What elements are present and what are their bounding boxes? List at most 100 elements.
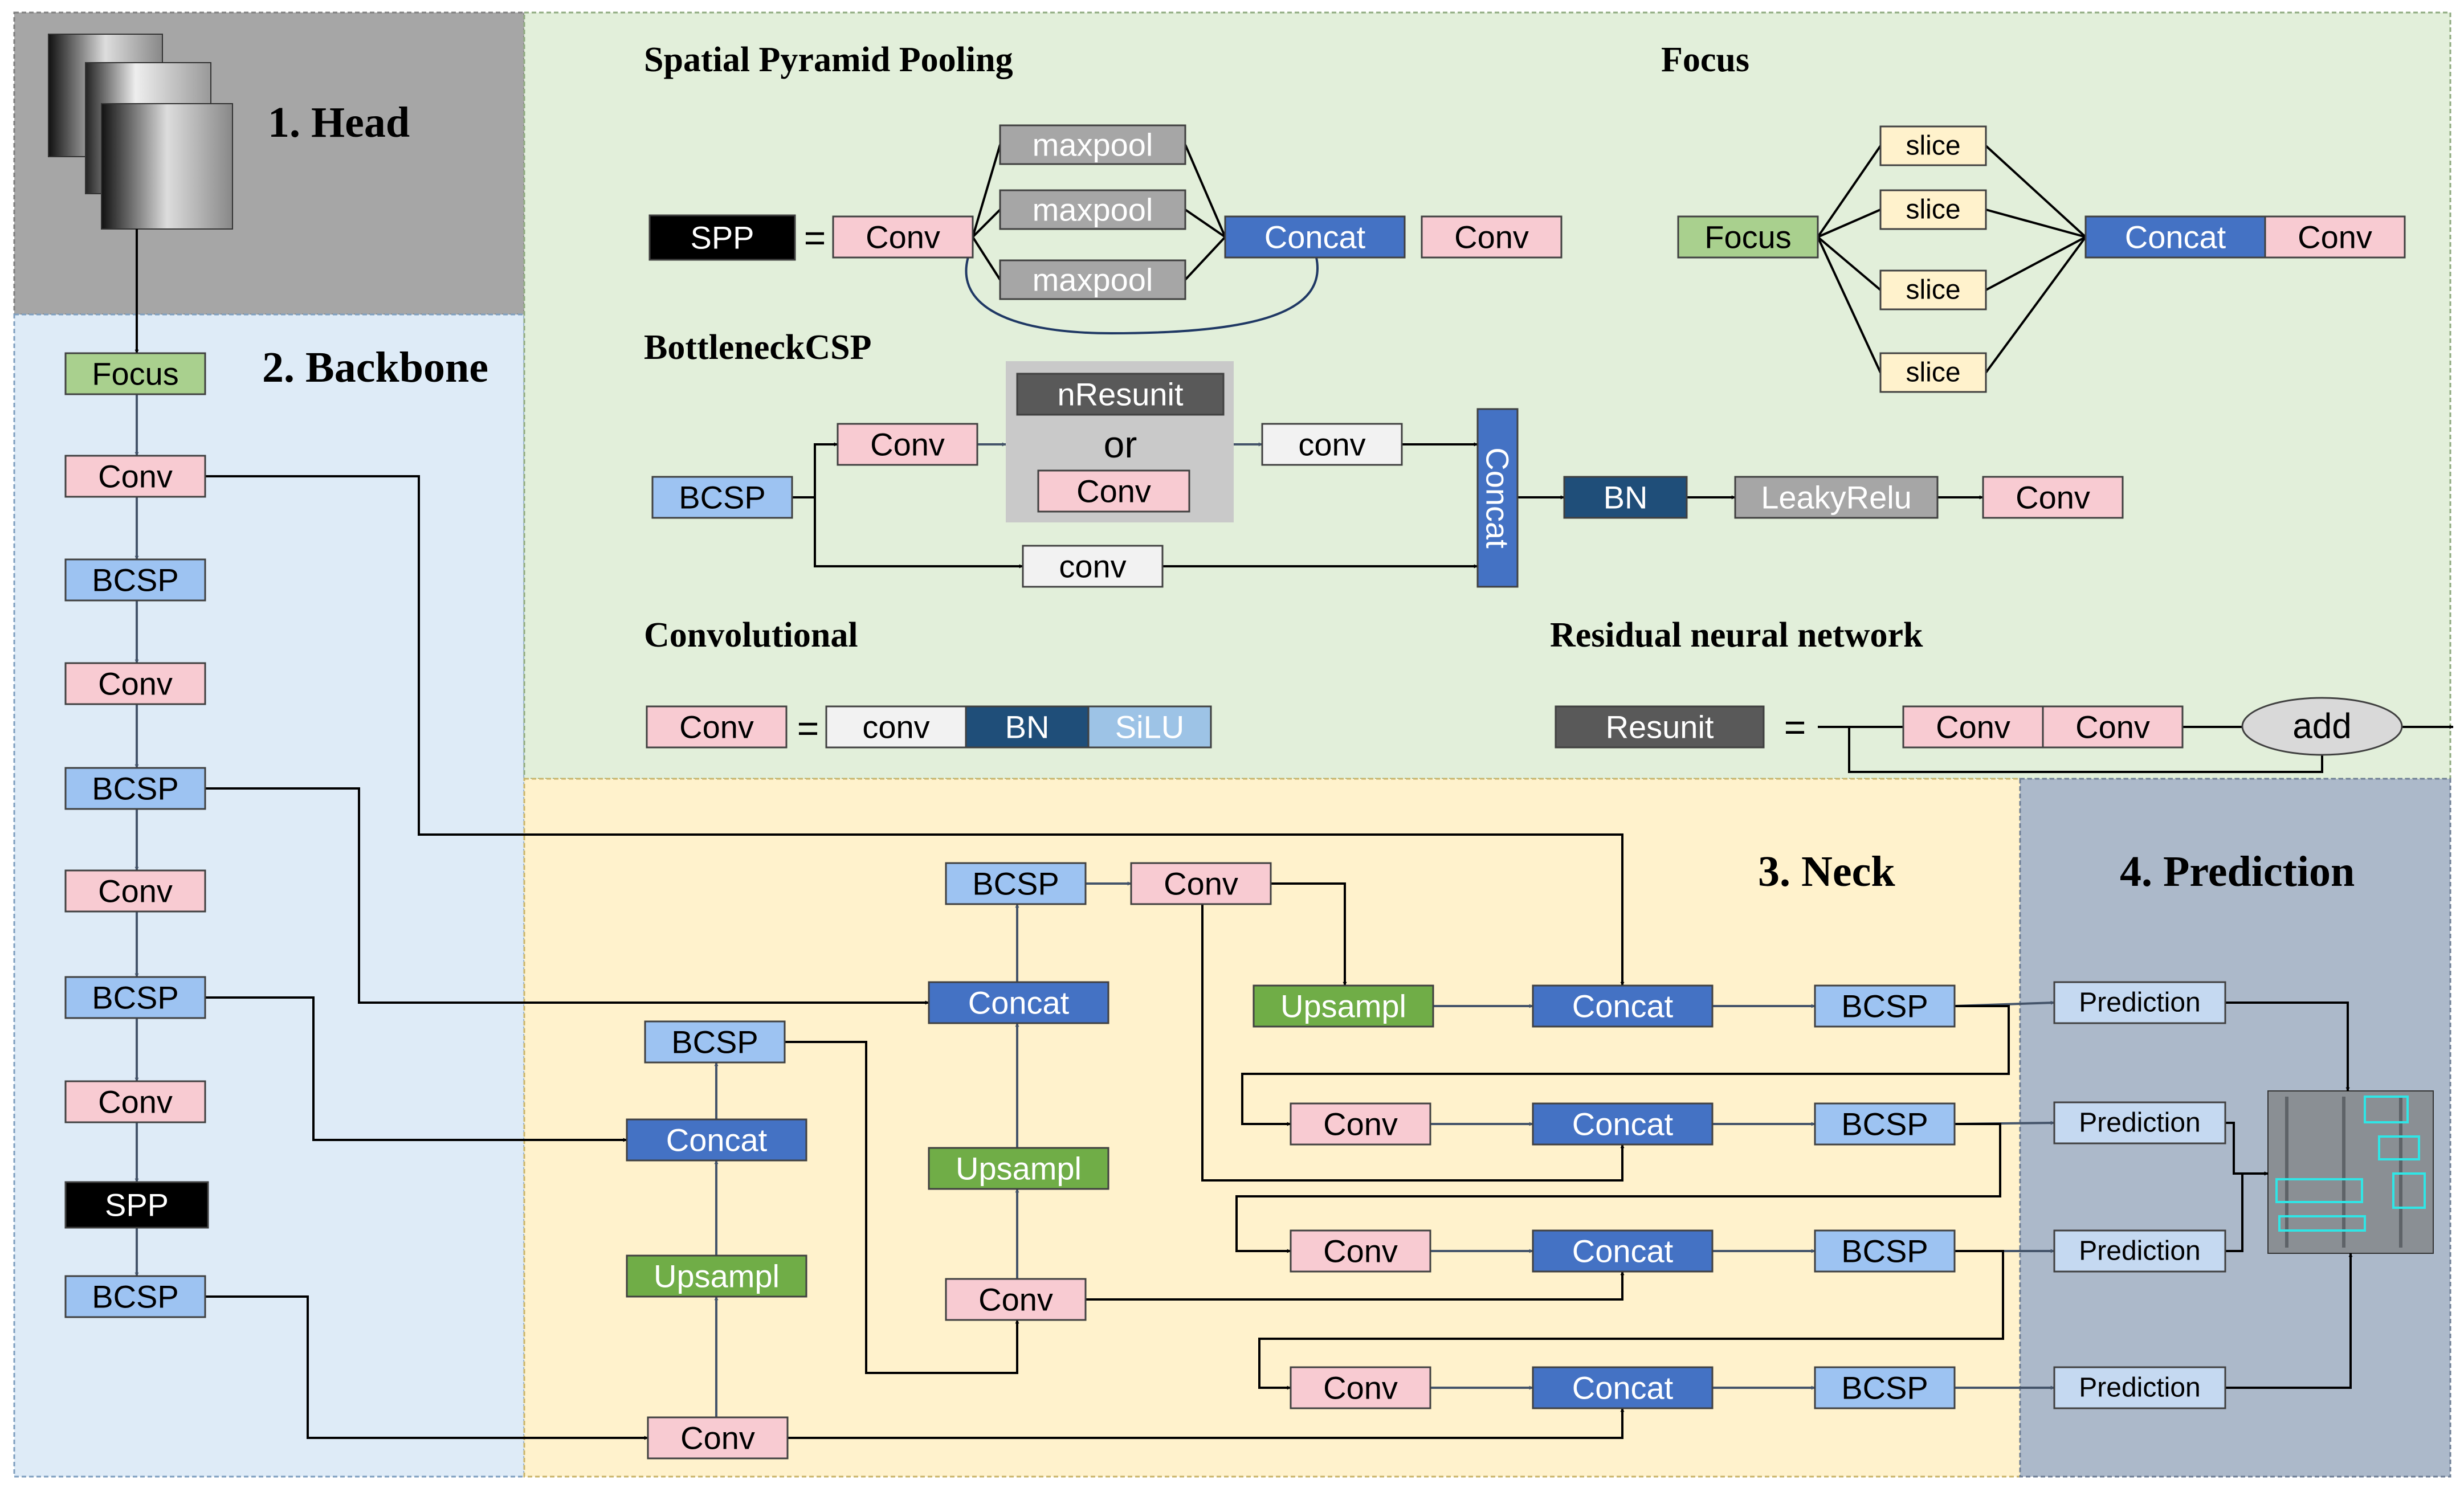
- e-b-conv1-concat-r1: [205, 475, 1625, 986]
- modules-panel: [523, 11, 2451, 780]
- neck-concat-left: [626, 1118, 807, 1162]
- convmod-conv-lower-label: conv: [862, 709, 929, 745]
- spp-module-conv-2-label: Conv: [1454, 219, 1529, 255]
- resmod-conv-2-label: Conv: [2075, 709, 2150, 745]
- e-b-bcsp4-conv-bottom: [205, 1295, 648, 1440]
- bcsp-nresunit-label: nResunit: [1057, 377, 1183, 412]
- spp-module-conv-1-label: Conv: [866, 219, 940, 255]
- spp-maxpool-1: [999, 124, 1186, 165]
- spp-module-conv-2: [1421, 215, 1563, 259]
- neck-bcsp-r2-label: BCSP: [1841, 1106, 1928, 1142]
- neck-upsample-left-label: Upsampl: [654, 1258, 780, 1294]
- bcsp-or: or: [1104, 423, 1137, 465]
- focus-module-focus-label: Focus: [1704, 219, 1792, 255]
- neck-concat-mid-label: Concat: [968, 985, 1070, 1021]
- backbone-title: 2. Backbone: [262, 344, 488, 391]
- backbone-spp-label: SPP: [105, 1187, 169, 1223]
- resmod-conv-1-label: Conv: [1936, 709, 2010, 745]
- bcsp-leakyrelu: [1734, 476, 1939, 519]
- prediction-title: 4. Prediction: [2120, 848, 2355, 896]
- bcsp-module-conv-out: [1982, 476, 2124, 519]
- convmod-conv: [646, 705, 788, 749]
- neck-conv-r4-label: Conv: [1323, 1370, 1398, 1406]
- convmod-conv-lower: [825, 705, 967, 749]
- bcsp-conv-lower-2: [1022, 545, 1164, 588]
- neck-conv-r3-label: Conv: [1323, 1233, 1398, 1269]
- convmod-conv-label: Conv: [679, 709, 754, 745]
- e-n-convbot-concat-r4: [788, 1408, 1625, 1439]
- bcsp-conv-lower-1-label: conv: [1298, 427, 1365, 463]
- e-focus-out-1: [1985, 209, 2086, 238]
- neck-conv-mid: [945, 1278, 1087, 1321]
- focus-module-title: Focus: [1661, 40, 1749, 79]
- neck-concat-left-label: Concat: [666, 1122, 768, 1158]
- backbone-conv-4: [64, 1080, 206, 1123]
- e-b-bcsp3-concat-left: [205, 996, 627, 1142]
- resmod-resunit-label: Resunit: [1606, 709, 1714, 745]
- neck-concat-mid: [928, 981, 1109, 1024]
- neck-bcsp-r3-label: BCSP: [1841, 1233, 1928, 1269]
- spp-maxpool-1-label: maxpool: [1033, 127, 1153, 163]
- neck-conv-r3: [1290, 1229, 1431, 1273]
- focus-concat-label: Concat: [2125, 219, 2226, 255]
- bcsp-module-conv-label: Conv: [870, 427, 945, 463]
- e-bcsp-2: [814, 497, 1023, 569]
- spp-maxpool-3-label: maxpool: [1033, 262, 1153, 298]
- bcsp-bn-label: BN: [1604, 480, 1648, 516]
- neck-conv-bottom-label: Conv: [680, 1420, 755, 1456]
- e-n-convtop-concat-r2: [1201, 904, 1625, 1182]
- bcsp-conv-lower-1: [1261, 423, 1403, 466]
- neck-upsample-right-label: Upsampl: [1280, 988, 1406, 1024]
- convmod-bn-label: BN: [1005, 709, 1050, 745]
- neck-upsample-right: [1253, 984, 1434, 1028]
- bcsp-leakyrelu-label: LeakyRelu: [1761, 480, 1912, 516]
- backbone-focus: [64, 352, 206, 395]
- backbone-conv-3-label: Conv: [98, 873, 173, 909]
- neck-bcsp-r1: [1814, 984, 1956, 1028]
- convmod-eq: =: [797, 707, 819, 749]
- resmod-conv-1: [1902, 705, 2044, 749]
- input-image-stack: [48, 34, 233, 230]
- backbone-bcsp-4: [64, 1275, 206, 1318]
- neck-bcsp-r2: [1814, 1102, 1956, 1146]
- focus-slice-1-label: slice: [1906, 131, 1960, 161]
- neck-bcsp-r1-label: BCSP: [1841, 988, 1928, 1024]
- neck-concat-r2: [1532, 1102, 1714, 1146]
- backbone-focus-label: Focus: [92, 356, 179, 392]
- e-b-bcsp2-concat-mid: [205, 787, 929, 1005]
- convmod-silu: [1087, 705, 1212, 749]
- head-title: 1. Head: [268, 99, 410, 146]
- spp-module-spp: [648, 214, 796, 261]
- e-n-bcspr1-convr2: [1241, 1005, 2010, 1126]
- convmod-silu-label: SiLU: [1115, 709, 1184, 745]
- backbone-conv-2: [64, 662, 206, 705]
- neck-bcsp-r4: [1814, 1366, 1956, 1409]
- e-focus-in-3: [1817, 236, 1882, 373]
- resmod-add-label: add: [2292, 707, 2351, 746]
- bcsp-module-bcsp-label: BCSP: [679, 480, 766, 516]
- neck-conv-bottom: [647, 1416, 789, 1460]
- e-spp-6: [1184, 236, 1226, 281]
- focus-module-conv: [2264, 215, 2406, 259]
- e-n-bcspl-convmid: [785, 1041, 1019, 1374]
- spp-maxpool-2: [999, 189, 1186, 230]
- e-focus-in-1: [1817, 209, 1881, 238]
- e-focus-in-2: [1817, 236, 1882, 291]
- focus-slice-2: [1879, 189, 1987, 230]
- spp-module-title: Spatial Pyramid Pooling: [644, 40, 1013, 79]
- resmod-eq: =: [1784, 706, 1806, 748]
- bcsp-inner-conv-label: Conv: [1076, 473, 1151, 509]
- backbone-bcsp-3: [64, 976, 206, 1019]
- e-p-pred1-img: [2225, 1002, 2350, 1092]
- e-spp-3: [972, 236, 1001, 281]
- neck-concat-r4: [1532, 1366, 1714, 1409]
- backbone-conv-2-label: Conv: [98, 666, 173, 702]
- output-detection-image: [2267, 1090, 2434, 1254]
- bcsp-module-bcsp: [651, 476, 793, 519]
- spp-module-conv-1: [832, 215, 974, 259]
- focus-module-focus: [1677, 215, 1819, 259]
- resmod-add: [2241, 697, 2403, 756]
- prediction-4: [2053, 1366, 2226, 1409]
- focus-module-conv-label: Conv: [2298, 219, 2372, 255]
- backbone-bcsp-1-label: BCSP: [92, 562, 179, 598]
